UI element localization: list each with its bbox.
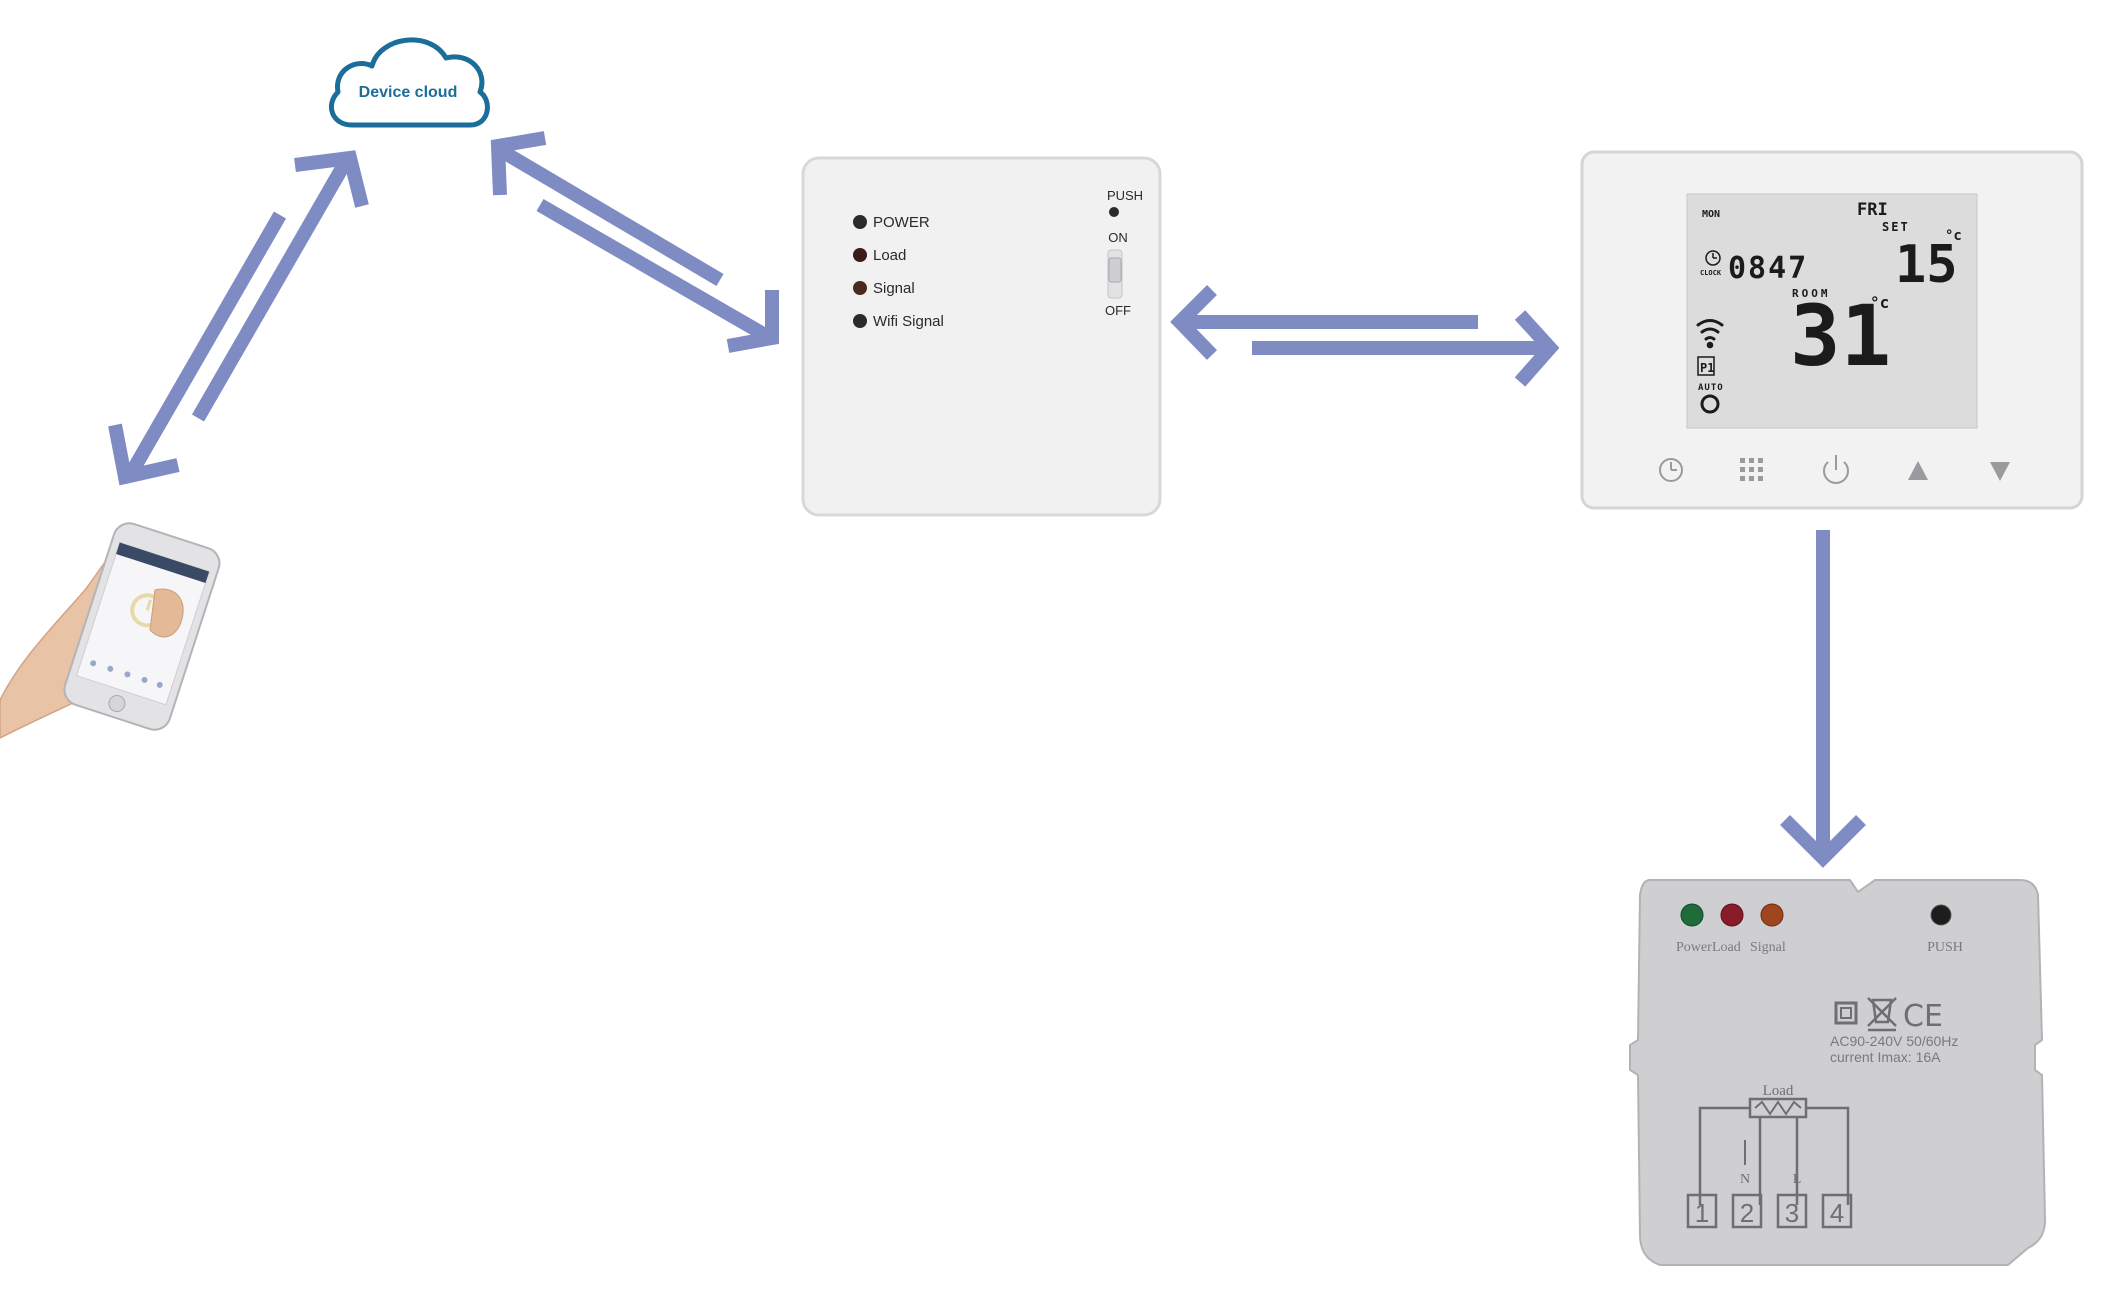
terminal-blocks: 1 2 3 4 <box>1686 1193 1853 1229</box>
gateway-toggle-switch[interactable] <box>1108 257 1122 283</box>
gateway-leds: POWER Load Signal Wifi Signal <box>853 214 944 330</box>
arrow-gateway-to-cloud <box>490 131 724 287</box>
connection-arrows <box>108 131 1866 868</box>
double-insulation-icon <box>1834 1001 1858 1025</box>
weee-bin-icon <box>1867 997 1897 1032</box>
gateway-led-label: Load <box>873 247 906 264</box>
lcd-wifi-icon <box>1696 319 1724 349</box>
terminal-box <box>1686 1193 1718 1229</box>
gateway-push-button[interactable] <box>1109 207 1119 217</box>
receiver-rating-voltage: AC90-240V 50/60Hz <box>1830 1033 1958 1049</box>
arrow-cloud-to-phone <box>108 211 287 486</box>
lcd-program-box <box>1697 356 1715 376</box>
phone-home-button <box>108 695 126 713</box>
receiver-led-load <box>1720 903 1744 927</box>
receiver-body <box>1629 879 2047 1266</box>
lcd-day-left: MON <box>1702 209 1720 220</box>
lcd-clock-label: CLOCK <box>1700 269 1722 277</box>
thumb <box>149 588 184 638</box>
grid-menu-icon[interactable] <box>1740 458 1763 481</box>
terminal-number: 3 <box>1785 1198 1799 1228</box>
receiver-leds: Power Load Signal <box>1676 903 1786 955</box>
receiver-led-label: Power <box>1676 940 1712 955</box>
receiver-module: Power Load Signal PUSH CE AC90-240V 50/6… <box>1629 879 2047 1266</box>
thermostat: MON FRI SET 15 °c CLOCK 0847 ROOM 31 °c … <box>1580 150 2084 510</box>
gateway-led-wifi <box>853 314 867 328</box>
terminal-number: 1 <box>1695 1198 1709 1228</box>
lcd-set-temp: 15 <box>1895 235 1958 295</box>
lcd-day-right: FRI <box>1857 200 1888 220</box>
lcd-room-temp: 31 <box>1790 287 1891 385</box>
receiver-push-label: PUSH <box>1927 940 1963 955</box>
terminal-box <box>1776 1193 1808 1229</box>
terminal-number: 4 <box>1830 1198 1844 1228</box>
arrow-cloud-to-gateway <box>536 198 779 353</box>
gateway-led-signal <box>853 281 867 295</box>
phone-status-bar <box>116 542 210 584</box>
thermostat-lcd <box>1686 193 1978 429</box>
gateway-body <box>801 156 1162 517</box>
receiver-push-button[interactable] <box>1930 904 1952 926</box>
lcd-set-label: SET <box>1882 220 1910 234</box>
lcd-set-unit: °c <box>1945 228 1962 244</box>
app-bottom-icons <box>90 660 163 688</box>
terminal-number: 2 <box>1740 1198 1754 1228</box>
lcd-auto-cycle-icon <box>1700 394 1720 414</box>
wifi-gateway: POWER Load Signal Wifi Signal PUSH ON OF… <box>801 156 1162 517</box>
lcd-clock-icon <box>1705 250 1721 266</box>
lcd-room-label: ROOM <box>1792 287 1831 300</box>
receiver-rating-current: current Imax: 16A <box>1830 1049 1941 1065</box>
arrow-thermostat-to-gateway <box>1170 285 1478 360</box>
lcd-room-unit: °c <box>1870 293 1889 312</box>
arrow-down-icon[interactable] <box>1990 462 2010 481</box>
ce-mark: CE <box>1903 999 1943 1034</box>
arrow-thermostat-to-receiver <box>1780 530 1866 868</box>
smartphone-in-hand <box>0 522 221 739</box>
schematic-load-label: Load <box>1763 1083 1794 1099</box>
receiver-led-label: Load <box>1712 940 1741 955</box>
arrow-phone-to-cloud <box>191 150 369 422</box>
receiver-led-power <box>1680 903 1704 927</box>
lcd-clock-time: 0847 <box>1728 251 1808 286</box>
gateway-led-power <box>853 215 867 229</box>
lcd-program-label: P1 <box>1700 361 1714 375</box>
gateway-led-label: Wifi Signal <box>873 313 944 330</box>
terminal-n-label: N <box>1740 1172 1750 1187</box>
receiver-led-label: Signal <box>1750 940 1786 955</box>
gateway-led-load <box>853 248 867 262</box>
terminal-l-label: L <box>1793 1172 1802 1187</box>
lcd-auto-label: AUTO <box>1698 383 1724 393</box>
cloud-label: Device cloud <box>359 84 458 101</box>
arrow-gateway-to-thermostat <box>1252 310 1560 387</box>
gateway-push-label: PUSH <box>1107 188 1143 203</box>
receiver-led-signal <box>1760 903 1784 927</box>
power-icon[interactable] <box>1823 455 1849 484</box>
thermostat-buttons <box>1659 455 2010 484</box>
terminal-box <box>1821 1193 1853 1229</box>
wiring-schematic <box>1698 1097 1850 1205</box>
certification-marks <box>1834 997 1897 1032</box>
clock-icon[interactable] <box>1659 458 1683 482</box>
device-cloud: Device cloud <box>328 37 490 128</box>
gateway-led-label: POWER <box>873 214 930 231</box>
gateway-led-label: Signal <box>873 280 915 297</box>
cloud-icon <box>328 37 490 128</box>
gateway-on-label: ON <box>1108 230 1128 245</box>
gateway-off-label: OFF <box>1105 303 1131 318</box>
terminal-box <box>1731 1193 1763 1229</box>
arrow-up-icon[interactable] <box>1908 461 1928 480</box>
